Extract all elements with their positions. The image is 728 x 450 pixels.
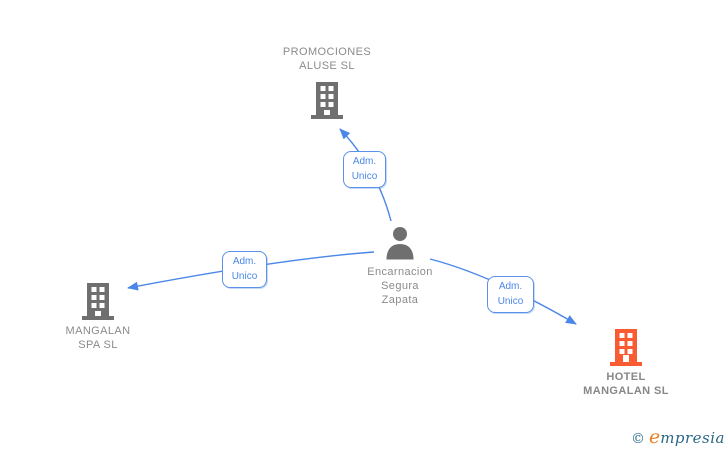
user-icon (383, 226, 417, 262)
copyright-symbol: © (630, 431, 645, 447)
company-name-line: SPA SL (78, 339, 118, 351)
edge-label-adm-unico-left[interactable]: Adm. Unico (222, 251, 267, 288)
company-name-line: ALUSE SL (299, 60, 355, 72)
edge-label-line: Unico (497, 296, 524, 307)
company-name-line: PROMOCIONES (282, 46, 372, 58)
building-icon (310, 82, 344, 119)
company-node-mangalan-spa[interactable]: MANGALAN SPA SL (31, 283, 165, 352)
edge-label-adm-unico-right[interactable]: Adm. Unico (487, 276, 534, 313)
edge-label-line: Unico (231, 271, 258, 282)
person-name-line: Zapata (381, 294, 419, 306)
edge-label-line: Adm. (498, 281, 523, 292)
company-name-line: HOTEL (606, 371, 646, 383)
edge-label-adm-unico-top[interactable]: Adm. Unico (343, 151, 386, 188)
edge-label-line: Adm. (352, 156, 377, 167)
empresia-logo[interactable]: ©empresia (631, 426, 725, 448)
edge-label-line: Adm. (232, 256, 257, 267)
company-node-hotel-mangalan[interactable]: HOTEL MANGALAN SL (559, 329, 693, 398)
logo-initial-letter: e (648, 426, 661, 448)
company-name-line: MANGALAN (65, 325, 131, 337)
person-name-line: Segura (381, 280, 419, 292)
company-name-line: MANGALAN SL (583, 385, 669, 397)
person-name-line: Encarnacion (367, 266, 433, 278)
building-icon-highlighted (609, 329, 643, 366)
person-node-encarnacion-segura-zapata[interactable]: Encarnacion Segura Zapata (330, 226, 470, 307)
logo-brand-text: mpresia (660, 429, 725, 447)
company-node-promociones-aluse[interactable]: PROMOCIONES ALUSE SL (260, 45, 394, 119)
edge-label-line: Unico (351, 171, 378, 182)
building-icon (81, 283, 115, 320)
